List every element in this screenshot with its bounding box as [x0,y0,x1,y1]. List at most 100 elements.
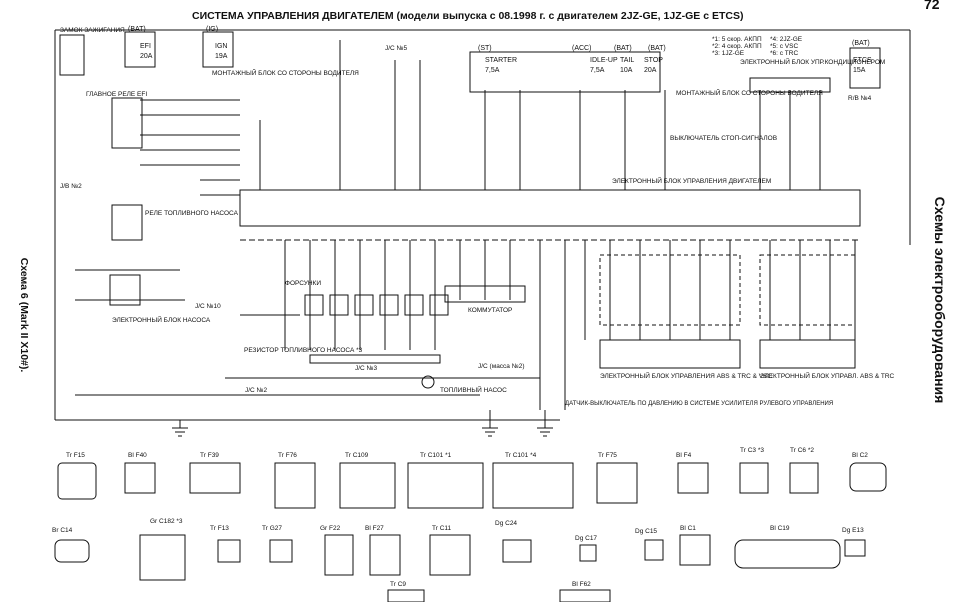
injector-3 [354,294,374,316]
label-fuel-relay: РЕЛЕ ТОПЛИВНОГО НАСОСА [145,210,239,217]
fuse-starter-rating: 7,5A [485,67,500,74]
left-harness-wires [75,99,540,396]
conn-label-r2-12: Bl C19 [770,525,790,532]
fuse-ign-name: IGN [215,43,227,50]
fuse-etcs-rating: 15A [853,67,866,74]
conn-label-r1-3: Tr F39 [200,452,219,459]
fuse-ign-tag: (IG) [206,26,218,33]
connector-shapes-row3 [387,589,611,602]
conn-label-r1-1: Tr F15 [66,452,85,459]
fuse-box-ign [202,31,234,68]
abs-trc-box [759,339,856,369]
conn-label-r1-12: Bl C2 [852,452,868,459]
fuse-stop-name: STOP [644,57,663,64]
conn-label-r2-9: Dg C17 [575,535,597,542]
label-jc3: J/C №3 [355,365,378,372]
fuse-box-group [469,51,661,93]
connector-shapes-row2 [54,534,866,581]
injector-6 [429,294,449,316]
jc3-bar [309,354,441,364]
fuse-etcs-tag: (BAT) [852,40,870,47]
fuse-box-efi [124,31,156,68]
conn-label-r1-10: Tr C3 *3 [740,447,764,454]
note-1: *1: 5 скор. АКПП [712,36,762,43]
label-abs-trc: ЭЛЕКТРОННЫЙ БЛОК УПРАВЛ. ABS & TRC [760,371,895,380]
note-5: *5: с VSC [770,43,798,50]
ignition-switch-box [59,34,85,76]
abs-vsc-dashed [599,254,741,326]
fuse-stop-tag: (BAT) [648,45,666,52]
fuse-stop-rating: 20A [644,67,657,74]
fuse-starter-tag: (ST) [478,45,492,52]
page-number: 72 [924,0,940,12]
conn-label-r1-9: Bl F4 [676,452,692,459]
note-6: *6: с TRC [770,50,798,57]
conn-label-r2-1: Br C14 [52,527,73,534]
fuse-idle-name: IDLE-UP [590,57,618,64]
fuse-efi-rating: 20A [140,53,153,60]
conn-label-r2-10: Dg C15 [635,528,657,535]
conn-label-r2-13: Dg E13 [842,527,864,534]
label-pressure-sensor: ДАТЧИК-ВЫКЛЮЧАТЕЛЬ ПО ДАВЛЕНИЮ В СИСТЕМЕ… [565,401,833,407]
ac-ecu-box [749,77,831,93]
label-jc5: J/C №5 [385,45,408,52]
label-main-relay: ГЛАВНОЕ РЕЛЕ EFI [86,91,147,98]
fuse-box-etcs [849,47,881,89]
label-ecu: ЭЛЕКТРОННЫЙ БЛОК УПРАВЛЕНИЯ ДВИГАТЕЛЕМ [612,176,771,185]
abs-vsc-box [599,339,741,369]
label-jb-driver2: МОНТАЖНЫЙ БЛОК СО СТОРОНЫ ВОДИТЕЛЯ [676,88,823,97]
injector-1 [304,294,324,316]
conn-label-r1-4: Tr F76 [278,452,297,459]
conn-label-r2-6: Bl F27 [365,525,384,532]
label-jc2: J/C №2 [245,387,268,394]
injector-4 [379,294,399,316]
injector-2 [329,294,349,316]
label-abs-vsc: ЭЛЕКТРОННЫЙ БЛОК УПРАВЛЕНИЯ ABS & TRC & … [600,371,772,380]
fuse-tail-tag: (BAT) [614,45,632,52]
conn-label-r1-6: Tr C101 *1 [420,452,452,459]
note-2: *2: 4 скор. АКПП [712,43,762,50]
connector-shapes-row1 [57,462,887,509]
fuse-starter-name: STARTER [485,57,517,64]
fuel-relay-box [111,204,143,241]
conn-label-r1-8: Tr F75 [598,452,617,459]
conn-label-r1-7: Tr C101 *4 [505,452,537,459]
note-4: *4: 2JZ-GE [770,36,803,43]
diagram-title: СИСТЕМА УПРАВЛЕНИЯ ДВИГАТЕЛЕМ (модели вы… [192,10,744,22]
fuse-efi-tag: (BAT) [128,26,146,33]
fuse-efi-name: EFI [140,43,151,50]
conn-label-r2-5: Gr F22 [320,525,341,532]
commutator-box [444,285,526,303]
fuse-idle-tag: (ACC) [572,45,591,52]
label-stop-switch: ВЫКЛЮЧАТЕЛЬ СТОП-СИГНАЛОВ [670,135,777,142]
label-jb-ac: ЭЛЕКТРОННЫЙ БЛОК УПР.КОНДИЦИОНЕРОМ [740,57,885,66]
conn-label-r2-3: Tr F13 [210,525,229,532]
note-3: *3: 1JZ-GE [712,50,745,57]
conn-label-r2-7: Tr C11 [432,525,452,532]
conn-label-r3-2: Bl F62 [572,581,591,588]
fuse-ign-rating: 19A [215,53,228,60]
conn-label-r2-11: Bl C1 [680,525,696,532]
main-relay-box [111,97,143,149]
label-ignition-switch: ЗАМОК ЗАЖИГАНИЯ [60,27,125,34]
conn-label-r3-1: Tr C9 [390,581,406,588]
fuse-tail-name: TAIL [620,57,634,64]
conn-label-r2-8: Dg C24 [495,520,517,527]
label-fuel-pump-ecu: ЭЛЕКТРОННЫЙ БЛОК НАСОСА [112,315,211,324]
label-jc10: J/C №10 [195,303,221,310]
abs-trc-dashed [759,254,856,326]
conn-label-r1-5: Tr C109 [345,452,369,459]
fuel-pump-motor [421,375,435,389]
label-fuel-pump: ТОПЛИВНЫЙ НАСОС [440,385,507,394]
ground-symbols [172,410,553,437]
label-commutator: КОММУТАТОР [468,307,512,314]
fuse-tail-rating: 10A [620,67,633,74]
label-rb4: R/B №4 [848,95,872,102]
fuel-pump-ecu-box [109,274,141,306]
ecu-block-top [239,189,861,227]
label-injectors: ФОРСУНКИ [285,280,321,287]
label-jb-driver: МОНТАЖНЫЙ БЛОК СО СТОРОНЫ ВОДИТЕЛЯ [212,68,359,77]
fuse-etcs-name: ETCS [853,57,872,64]
